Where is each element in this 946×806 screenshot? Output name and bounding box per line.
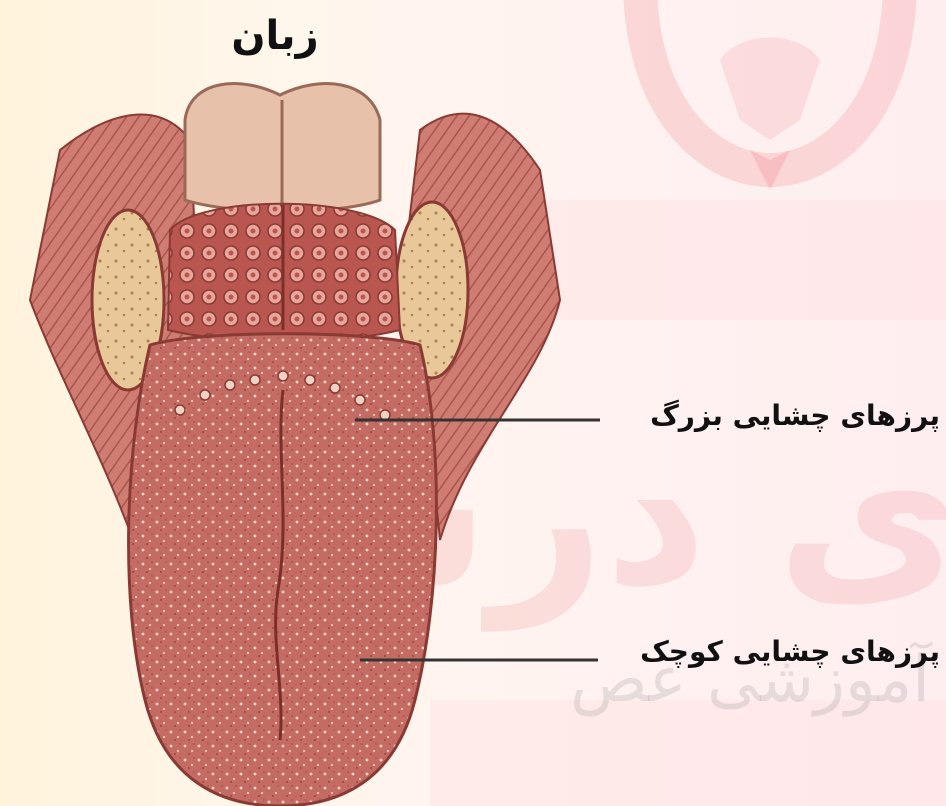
label-small-papillae: پرزهای چشایی کوچک — [590, 632, 940, 672]
label-large-papillae: پرزهای چشایی بزرگ — [600, 396, 940, 436]
